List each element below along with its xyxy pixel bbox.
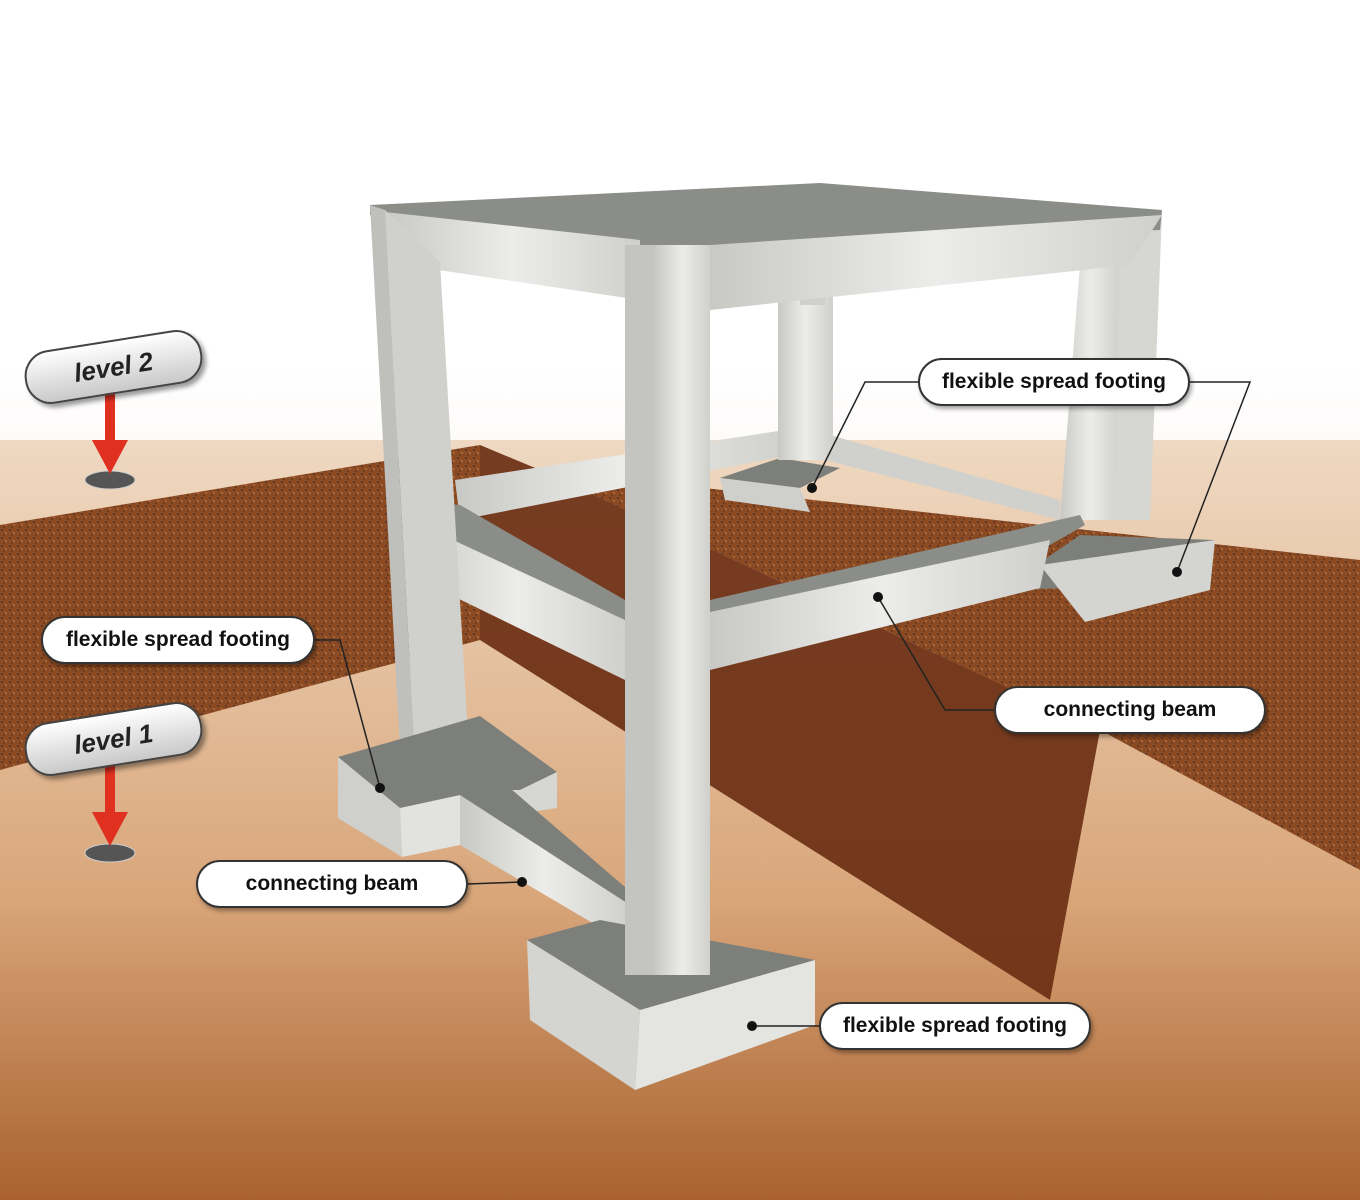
level-2-marker-arrow-icon (84, 385, 136, 490)
label-connecting-beam-right: connecting beam (994, 686, 1266, 734)
upper-soil-left (0, 445, 480, 770)
label-connecting-beam-left: connecting beam (196, 860, 468, 908)
label-flexible-spread-footing-left: flexible spread footing (41, 616, 315, 664)
label-flexible-spread-footing-front: flexible spread footing (819, 1002, 1091, 1050)
level-1-marker-arrow-icon (84, 760, 136, 863)
label-flexible-spread-footing-back: flexible spread footing (918, 358, 1190, 406)
